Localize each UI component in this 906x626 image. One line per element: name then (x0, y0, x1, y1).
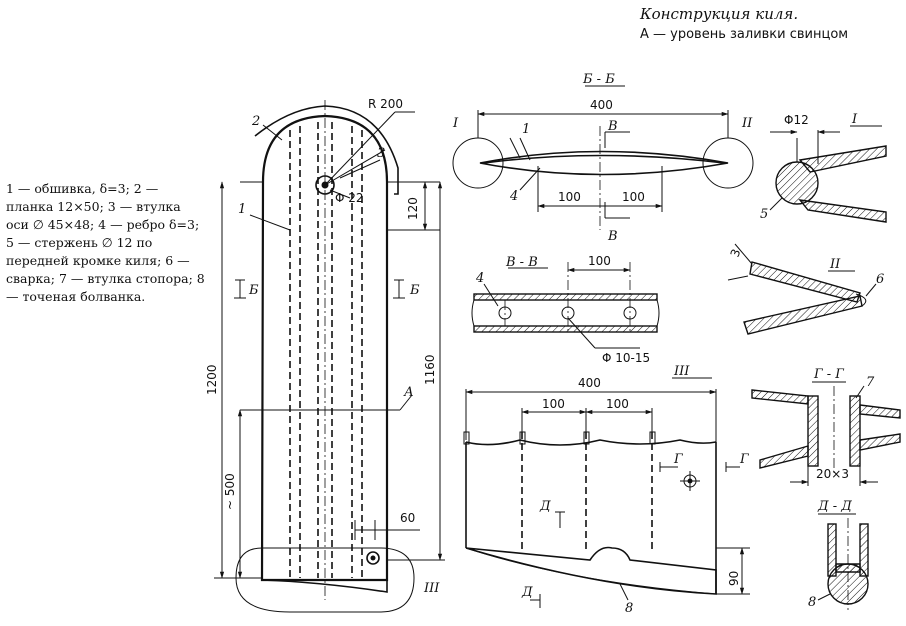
axle-bushing (315, 175, 335, 195)
section-gg-title: Г - Г (813, 367, 844, 382)
mark-d-bottom: Д (521, 585, 533, 600)
callout-8-III: 8 (625, 601, 633, 616)
keel-main-view (214, 100, 445, 613)
callout-3: 3 (377, 146, 385, 161)
callout-1-bb: 1 (522, 122, 530, 137)
section-vv-title: В - В (505, 255, 538, 270)
dim-120: 120 (406, 197, 420, 220)
lead-ballast-profile (465, 546, 717, 595)
detail-I (769, 125, 887, 223)
dim-100-left-bb: 100 (558, 190, 581, 204)
keel-cap-plate (254, 105, 399, 195)
dim-phi12: Φ12 (784, 113, 809, 127)
dim-400-bb: 400 (590, 98, 613, 112)
section-mark-b-left: Б (248, 283, 259, 298)
dim-100-vv: 100 (588, 254, 611, 268)
dim-radius: R 200 (368, 97, 403, 111)
dim-100-a-III: 100 (542, 397, 565, 411)
dim-20x3: 20×3 (816, 467, 849, 481)
dim-100-b-III: 100 (606, 397, 629, 411)
figure-caption-subtitle: А — уровень заливки свинцом (640, 27, 849, 42)
dim-100-right-bb: 100 (622, 190, 645, 204)
mark-v-bottom: В (607, 229, 618, 244)
dim-90: 90 (727, 571, 741, 586)
section-mark-b-right: Б (409, 283, 420, 298)
figure-caption-title: Конструкция киля. (640, 5, 799, 23)
section-dd-title: Д - Д (817, 499, 852, 514)
callout-5: 5 (760, 207, 768, 222)
dim-60: 60 (400, 511, 415, 525)
detail-III (463, 377, 750, 608)
callout-4-bb: 4 (509, 189, 518, 204)
detail-III-circle (235, 547, 415, 613)
section-gg (751, 381, 901, 486)
dim-400-III: 400 (578, 376, 601, 390)
section-bb (452, 85, 754, 230)
detail-III-title: III (673, 364, 690, 379)
detail-I-circle (452, 137, 504, 189)
detail-I-title: I (851, 112, 858, 127)
callout-8-dd: 8 (808, 595, 816, 610)
section-bb-title: Б - Б (582, 72, 615, 87)
callout-7: 7 (866, 375, 875, 390)
dim-500: ~ 500 (223, 473, 237, 510)
detail-II-title: II (829, 257, 841, 272)
callout-6: 6 (876, 272, 884, 287)
detail-II (727, 243, 877, 335)
dim-3-detail-II: 3 (728, 247, 744, 259)
section-vv (471, 262, 660, 349)
mark-d-top: Д (539, 499, 551, 514)
dim-hole-22: Φ 22 (335, 191, 364, 205)
mark-g-right: Г (739, 452, 749, 467)
detail-II-mark: II (741, 116, 753, 131)
detail-III-label: III (423, 581, 440, 596)
level-label-a: А (403, 385, 414, 400)
dim-holes-vv: Φ 10-15 (602, 351, 650, 365)
foil-profile (479, 150, 729, 176)
mark-v-top: В (607, 119, 618, 134)
callout-4-vv: 4 (475, 271, 484, 286)
detail-I-mark: I (452, 116, 459, 131)
keel-outline (260, 114, 389, 582)
callout-1: 1 (238, 202, 246, 217)
parts-legend: 1 — обшивка, δ=3; 2 — планка 12×50; 3 — … (6, 181, 205, 304)
mark-g-left: Г (673, 452, 683, 467)
dim-1200: 1200 (205, 364, 219, 395)
section-dd (817, 513, 869, 610)
dim-1160: 1160 (423, 354, 437, 385)
callout-2: 2 (251, 114, 260, 129)
